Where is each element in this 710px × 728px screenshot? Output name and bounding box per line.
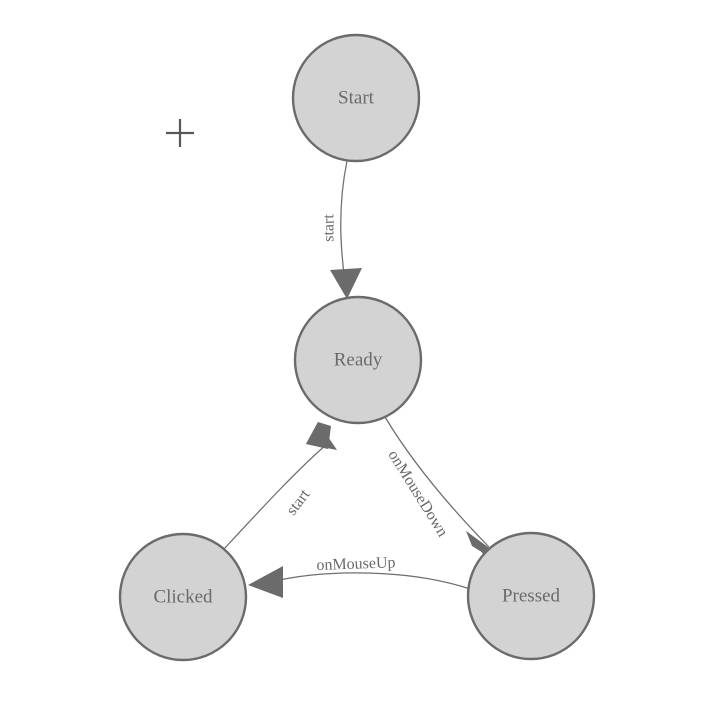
node-start[interactable]: Start (291, 33, 421, 163)
edge-ready-to-pressed[interactable]: onMouseDown (384, 416, 500, 559)
edge-pressed-to-clicked[interactable]: onMouseUp (248, 554, 471, 598)
edge-pressed-to-clicked-path (269, 572, 471, 590)
node-start-circle[interactable] (291, 33, 421, 163)
node-pressed-circle[interactable] (466, 531, 596, 661)
node-pressed[interactable]: Pressed (466, 531, 596, 661)
edge-label-pressed-to-clicked: onMouseUp (316, 554, 396, 574)
node-start-label: Start (338, 87, 375, 108)
node-clicked-label: Clicked (153, 586, 213, 607)
edge-label-clicked-to-ready: start (283, 486, 313, 519)
edge-clicked-to-ready-path (223, 443, 328, 550)
edge-clicked-to-ready[interactable]: start (223, 422, 337, 550)
edge-start-to-ready-arrowhead (330, 268, 362, 299)
edge-ready-to-pressed-path (384, 416, 490, 548)
node-ready[interactable]: Ready (293, 295, 423, 425)
edge-label-start-to-ready: start (321, 214, 338, 242)
edge-start-to-ready[interactable]: start (321, 160, 362, 299)
node-clicked-circle[interactable] (118, 532, 248, 662)
node-ready-circle[interactable] (293, 295, 423, 425)
edge-clicked-to-ready-arrowhead-b (306, 422, 331, 449)
node-pressed-label: Pressed (502, 585, 561, 606)
edge-pressed-to-clicked-arrowhead (248, 566, 283, 598)
node-ready-label: Ready (334, 349, 383, 370)
node-clicked[interactable]: Clicked (118, 532, 248, 662)
crosshair-cursor-icon (166, 119, 194, 147)
edge-start-to-ready-path (340, 160, 348, 283)
